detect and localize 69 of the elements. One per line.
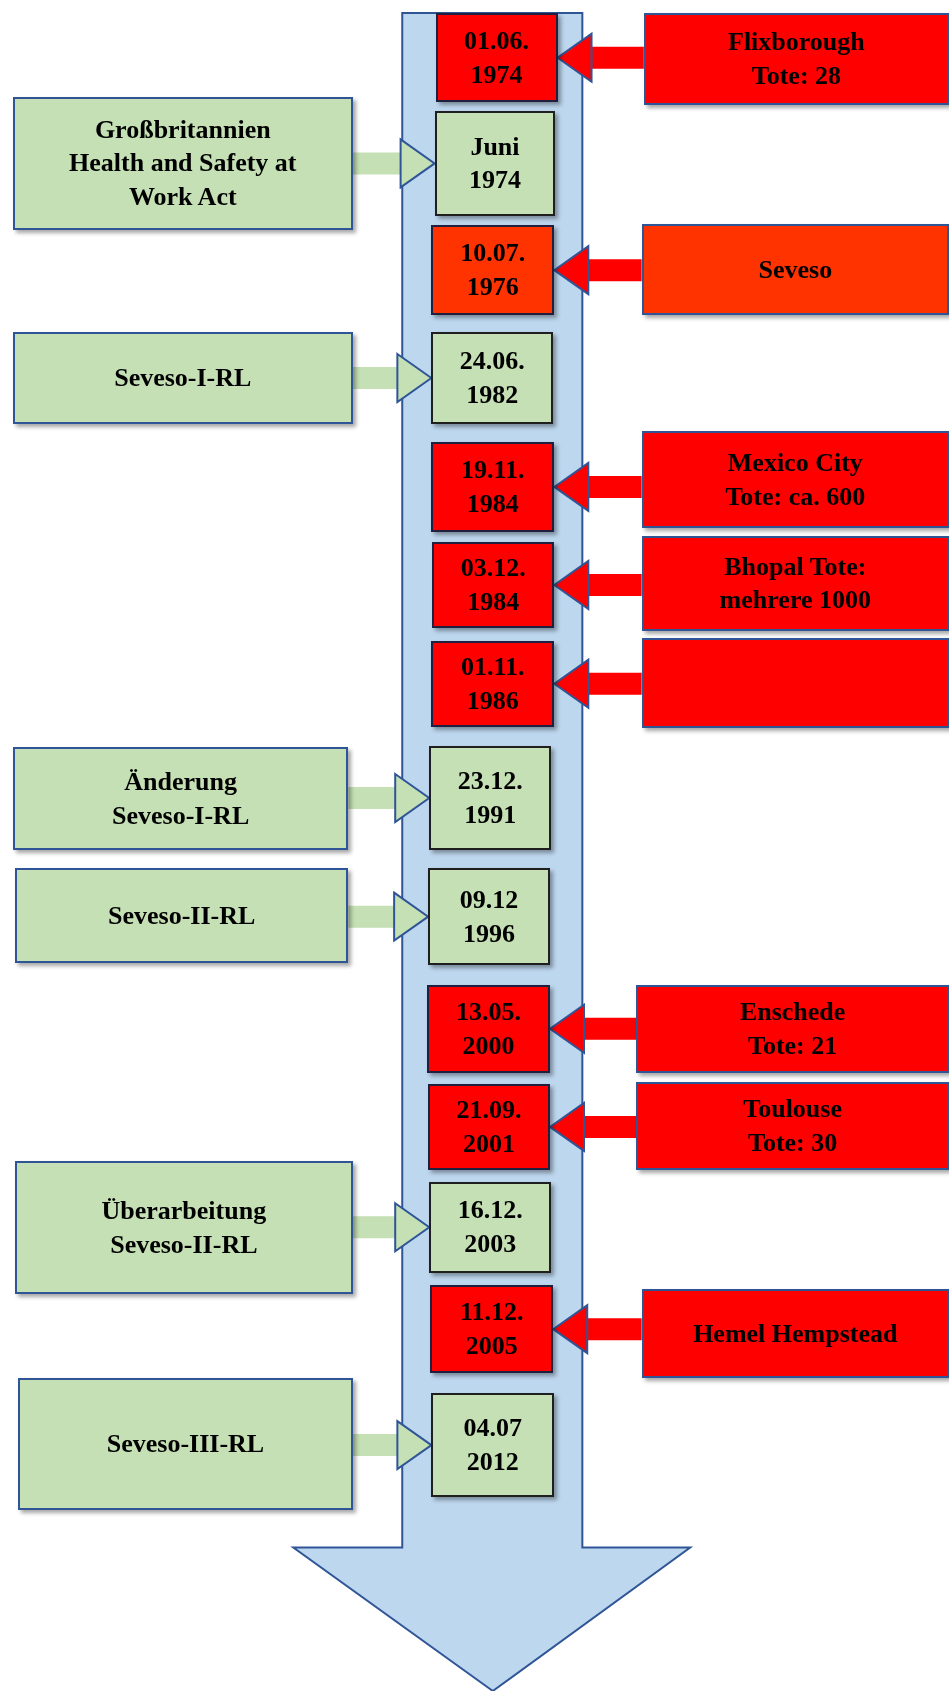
event-label: Seveso-II-RL [107, 899, 257, 932]
date-label: 04.07 2012 [462, 1412, 524, 1479]
event-label: Seveso [757, 253, 834, 286]
event-box [636, 1081, 949, 1171]
date-label: 11.12. 2005 [458, 1296, 525, 1363]
date-box [431, 1393, 555, 1497]
date-box [430, 1285, 554, 1373]
date-box [429, 746, 552, 850]
block-arrow [553, 461, 642, 512]
date-box [432, 542, 555, 628]
block-arrow [553, 245, 642, 296]
block-arrow [552, 1304, 642, 1355]
block-arrow [556, 32, 644, 83]
date-label: 01.06. 1974 [463, 24, 531, 91]
date-box [428, 868, 550, 966]
event-label: Hemel Hempstead [692, 1317, 899, 1350]
event-label: Großbritannien Health and Safety at Work Act [68, 113, 298, 214]
block-arrow [352, 138, 436, 189]
block-arrow [352, 1202, 431, 1253]
event-label: Toulouse Tote: 30 [742, 1093, 843, 1159]
date-label: 19.11. 1984 [460, 454, 526, 520]
date-label: Juni 1974 [468, 130, 522, 197]
date-box [427, 984, 550, 1073]
date-label: 13.05. 2000 [455, 996, 522, 1062]
block-arrow [352, 1420, 433, 1471]
date-label: 23.12. 1991 [456, 765, 524, 831]
event-label: Seveso-I-RL [113, 362, 253, 395]
date-box [434, 111, 556, 216]
event-box [15, 868, 349, 963]
event-box [12, 332, 353, 424]
event-box [641, 1288, 949, 1379]
event-box [643, 12, 949, 105]
event-label: Überarbeitung Seveso-II-RL [100, 1194, 268, 1261]
event-box [12, 97, 353, 230]
event-box [12, 747, 349, 850]
date-label: 10.07. 1976 [459, 237, 527, 304]
event-box [641, 638, 949, 728]
block-arrow [348, 773, 431, 823]
event-box [636, 984, 949, 1073]
event-label: Bhopal Tote: mehrere 1000 [718, 550, 872, 617]
event-label: Änderung Seveso-I-RL [111, 765, 251, 832]
date-box [431, 442, 555, 532]
event-label: Mexico City Tote: ca. 600 [724, 447, 867, 513]
block-arrow [549, 1101, 637, 1152]
date-box [431, 640, 555, 727]
event-box [641, 535, 949, 631]
event-box [641, 431, 949, 529]
date-box [431, 225, 555, 315]
date-label: 21.09. 2001 [455, 1094, 523, 1160]
event-box [15, 1161, 353, 1295]
block-arrow [553, 560, 642, 611]
event-label: Seveso-III-RL [105, 1428, 266, 1461]
event-label: Flixborough Tote: 28 [727, 25, 866, 92]
date-label: 09.12 1996 [458, 883, 520, 950]
event-box [641, 224, 949, 315]
block-arrow [553, 658, 642, 709]
block-arrow [352, 353, 433, 403]
event-label: Enschede Tote: 21 [738, 996, 847, 1062]
date-box [431, 332, 554, 424]
date-label: 16.12. 2003 [456, 1194, 524, 1261]
date-label: 03.12. 1984 [459, 552, 527, 619]
block-arrow [348, 891, 430, 942]
date-label: 24.06. 1982 [458, 345, 526, 411]
event-box [18, 1378, 353, 1510]
date-box [435, 12, 558, 103]
date-box [429, 1181, 552, 1273]
block-arrow [549, 1003, 637, 1054]
date-label: 01.11. 1986 [460, 650, 526, 717]
date-box [428, 1083, 550, 1171]
